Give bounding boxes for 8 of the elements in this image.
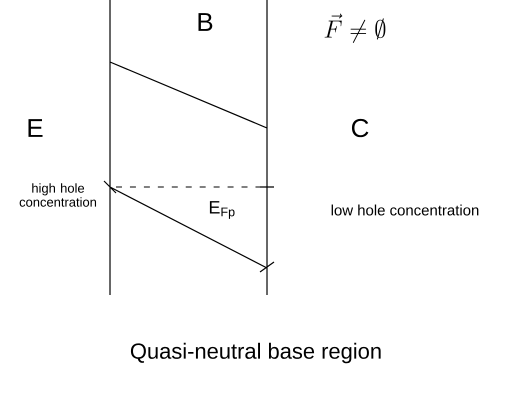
caption: Quasi-neutral base region	[130, 342, 381, 364]
region-label: C	[352, 118, 368, 138]
region-label: B	[198, 13, 212, 31]
field-label: $\vec{F} \neq \emptyset$	[324, 14, 386, 43]
region-label: E	[28, 119, 43, 137]
level-label: E$_{Fp}$	[210, 201, 235, 219]
annotation: low hole concentration	[332, 204, 478, 216]
annotation: high hole concentration	[20, 183, 96, 207]
